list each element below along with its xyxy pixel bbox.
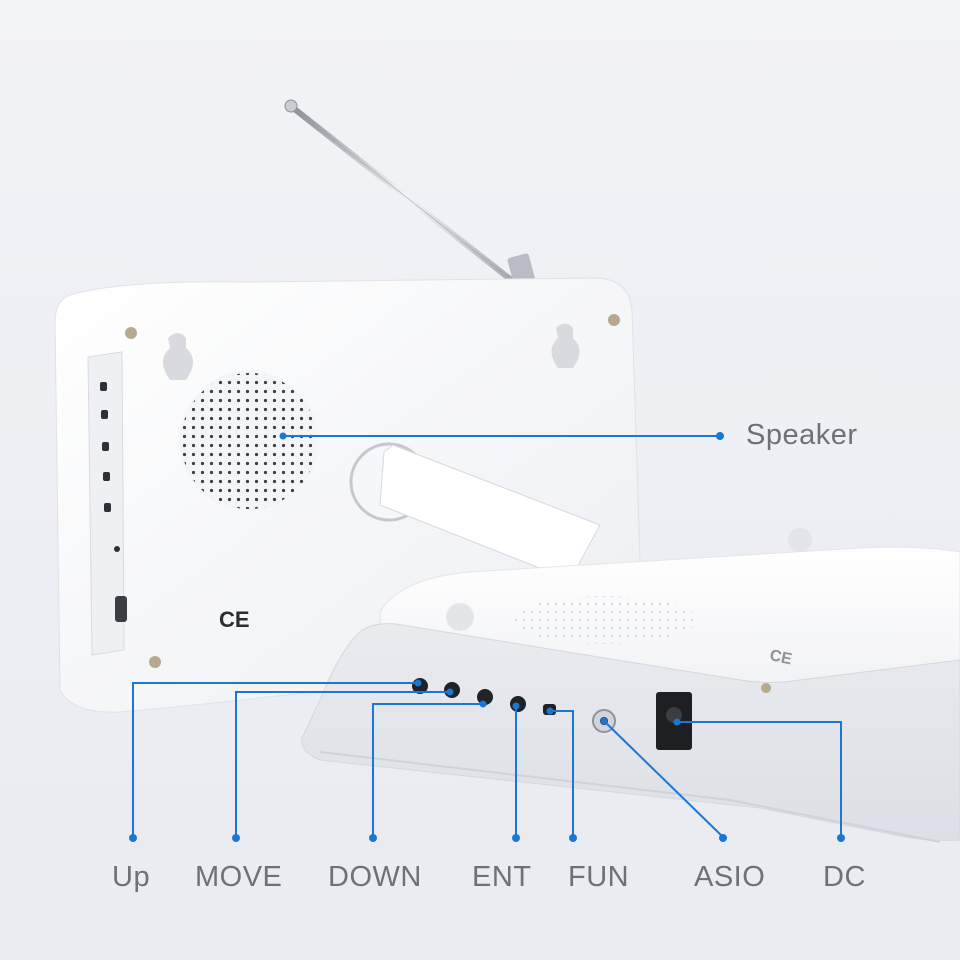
svg-text:CE: CE bbox=[768, 647, 794, 668]
move-callout-line bbox=[235, 691, 450, 837]
ent-label: ENT bbox=[472, 861, 532, 893]
fun-label: FUN bbox=[568, 861, 630, 893]
down-label: DOWN bbox=[328, 861, 422, 893]
svg-text:CE: CE bbox=[219, 607, 250, 632]
dc-label: DC bbox=[823, 861, 866, 893]
move-label: MOVE bbox=[195, 861, 283, 893]
up-callout-line bbox=[132, 682, 418, 837]
dc-callout-line bbox=[677, 721, 842, 837]
speaker-label: Speaker bbox=[746, 419, 858, 451]
asio-callout-line bbox=[603, 720, 724, 838]
callout-dots bbox=[129, 432, 845, 842]
fun-callout-line bbox=[550, 710, 574, 837]
asio-label: ASIO bbox=[694, 861, 766, 893]
callout-lines bbox=[132, 435, 842, 838]
down-callout-line bbox=[372, 703, 483, 837]
up-label: Up bbox=[112, 861, 151, 893]
